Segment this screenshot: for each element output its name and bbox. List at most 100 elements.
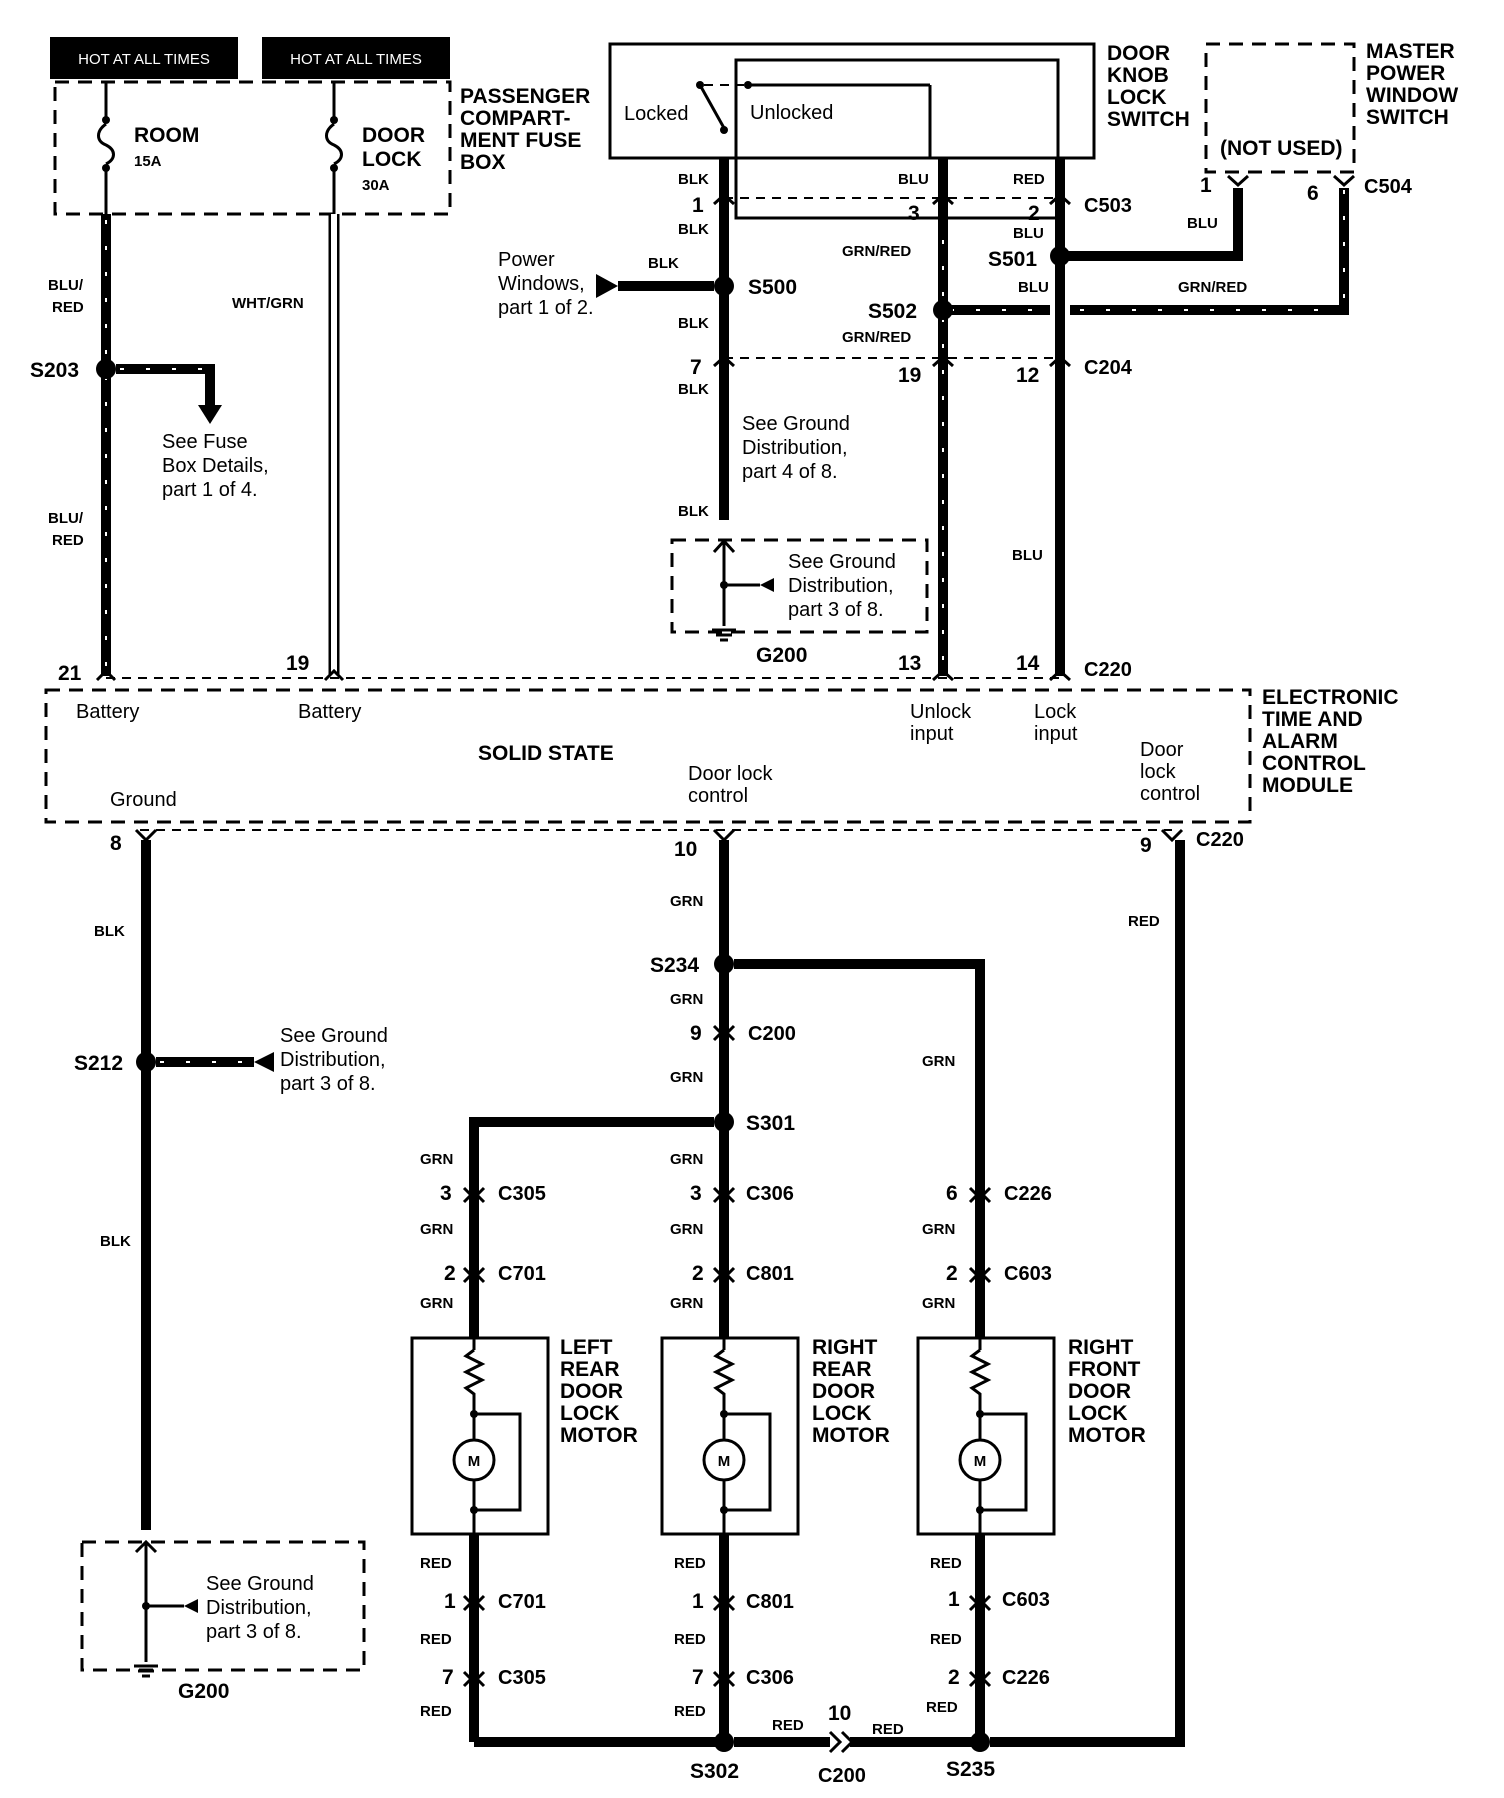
wire-blu-s501: BLU: [1187, 215, 1218, 232]
c226-b-label: C226: [1002, 1667, 1050, 1689]
wire-red-c503-top: RED: [1013, 171, 1045, 188]
c306-a-label: C306: [746, 1183, 794, 1205]
c200-b-connector: [828, 1730, 855, 1754]
wire-s203-to-fuse-details: [116, 364, 222, 424]
door-lock-fuse-name-1: DOOR: [362, 124, 425, 147]
module-lock-1: Lock: [1034, 701, 1077, 723]
module-solid-state: SOLID STATE: [478, 742, 614, 765]
c503-pins: [712, 192, 1072, 206]
ground-box-bottom: [80, 1540, 366, 1672]
wire-blk-1: BLK: [94, 923, 125, 940]
c504-pin-6: [1332, 174, 1356, 188]
svg-text:MOTOR: MOTOR: [560, 1424, 638, 1447]
pin-c226-6: 6: [946, 1182, 958, 1205]
c603-a-label: C603: [1004, 1263, 1052, 1285]
c504-label: C504: [1364, 176, 1413, 198]
wire-grn-rf3: GRN: [922, 1295, 955, 1312]
wire-grn-red-s502: GRN/RED: [1178, 279, 1247, 296]
wire-label-blu-red-2a: BLU/: [48, 510, 84, 527]
wire-grn-2: GRN: [670, 991, 703, 1008]
splice-s235-label: S235: [946, 1758, 995, 1781]
pin-c503-3: 3: [908, 202, 920, 225]
ground-symbol-top: [712, 538, 774, 642]
note-ground3-s212-1: See Ground: [280, 1025, 388, 1047]
module-title: ELECTRONIC TIME AND ALARM CONTROL MODULE: [1262, 686, 1399, 797]
note-ground3-bottom-3: part 3 of 8.: [206, 1621, 302, 1643]
svg-text:MASTER: MASTER: [1366, 40, 1455, 63]
splice-s302-label: S302: [690, 1760, 739, 1783]
wire-red-b1: RED: [772, 1717, 804, 1734]
c226-a-label: C226: [1004, 1183, 1052, 1205]
left-rear-motor-title: LEFT REAR DOOR LOCK MOTOR: [560, 1336, 638, 1447]
wire-red-door-lock-ctrl: [990, 840, 1185, 1747]
room-fuse-rating: 15A: [134, 153, 162, 170]
module-battery-1: Battery: [76, 701, 139, 723]
door-knob-switch-outline: [608, 42, 1096, 160]
fuse-box-title: PASSENGER COMPART- MENT FUSE BOX: [460, 85, 590, 174]
c204-label: C204: [1084, 357, 1133, 379]
c200-a-label: C200: [748, 1023, 796, 1045]
svg-text:MOTOR: MOTOR: [1068, 1424, 1146, 1447]
svg-text:DOOR: DOOR: [560, 1380, 623, 1403]
svg-text:LOCK: LOCK: [1068, 1402, 1128, 1425]
c801-b-label: C801: [746, 1591, 794, 1613]
pin-c801-2: 2: [692, 1262, 704, 1285]
c220-pin-9: [1160, 828, 1184, 843]
svg-text:LOCK: LOCK: [1107, 86, 1167, 109]
pin-19: 19: [286, 652, 309, 675]
pin-c220-14: 14: [1016, 652, 1040, 675]
splice-s302-dot: [714, 1732, 734, 1752]
module-battery-2: Battery: [298, 701, 361, 723]
splice-s203-dot: [96, 359, 116, 379]
wire-red-rr3: RED: [674, 1703, 706, 1720]
conn-row-2: [462, 1266, 992, 1284]
svg-text:LEFT: LEFT: [560, 1336, 613, 1359]
note-ground4-3: part 4 of 8.: [742, 461, 838, 483]
note-fuse-details-1: See Fuse: [162, 431, 248, 453]
wire-red-rr1: RED: [674, 1555, 706, 1572]
note-ground3-top-2: Distribution,: [788, 575, 894, 597]
module-door-lock-ctrl2-1: Door: [1140, 739, 1184, 761]
ground-g200-top: G200: [756, 644, 807, 667]
c204-pins: [712, 354, 1072, 368]
wire-label-blu-red-2b: RED: [52, 532, 84, 549]
wire-s212-to-ground: [156, 1052, 274, 1072]
svg-text:RIGHT: RIGHT: [1068, 1336, 1134, 1359]
wire-blu-c503-bot: BLU: [1013, 225, 1044, 242]
svg-text:MOTOR: MOTOR: [812, 1424, 890, 1447]
right-rear-motor-title: RIGHT REAR DOOR LOCK MOTOR: [812, 1336, 890, 1447]
door-lock-fuse-rating: 30A: [362, 177, 390, 194]
master-switch-outline: [1204, 42, 1356, 174]
conn-row-3: [462, 1594, 992, 1612]
svg-text:CONTROL: CONTROL: [1262, 752, 1366, 775]
module-ground: Ground: [110, 789, 177, 811]
pin-c220-10: 10: [674, 838, 697, 861]
connector-pin-19: [323, 668, 345, 682]
hot-label-room: HOT AT ALL TIMES: [50, 37, 238, 79]
c504-pin-1: [1226, 174, 1250, 188]
ground-g200-bottom: G200: [178, 1680, 229, 1703]
svg-text:MENT FUSE: MENT FUSE: [460, 129, 581, 152]
pin-c701-1: 1: [444, 1590, 456, 1613]
wire-grn-right-front: [734, 959, 985, 1338]
wire-red-lr2: RED: [420, 1631, 452, 1648]
pin-c504-1: 1: [1200, 174, 1212, 197]
note-ground4-1: See Ground: [742, 413, 850, 435]
svg-text:HOT AT ALL TIMES: HOT AT ALL TIMES: [78, 51, 210, 68]
wire-red-b2: RED: [872, 1721, 904, 1738]
pin-c204-19: 19: [898, 364, 921, 387]
wire-grn-1: GRN: [670, 893, 703, 910]
pin-c701-2: 2: [444, 1262, 456, 1285]
svg-text:MODULE: MODULE: [1262, 774, 1353, 797]
note-ground3-bottom-1: See Ground: [206, 1573, 314, 1595]
c200-b-label: C200: [818, 1765, 866, 1787]
wire-red-rf3: RED: [926, 1699, 958, 1716]
module-door-lock-ctrl2-3: control: [1140, 783, 1200, 805]
wire-power-windows: [596, 274, 714, 298]
pin-c603-2: 2: [946, 1262, 958, 1285]
module-door-lock-ctrl-1: Door lock: [688, 763, 773, 785]
wire-grn-rr3: GRN: [670, 1295, 703, 1312]
pin-c204-12: 12: [1016, 364, 1039, 387]
splice-s500-label: S500: [748, 276, 797, 299]
